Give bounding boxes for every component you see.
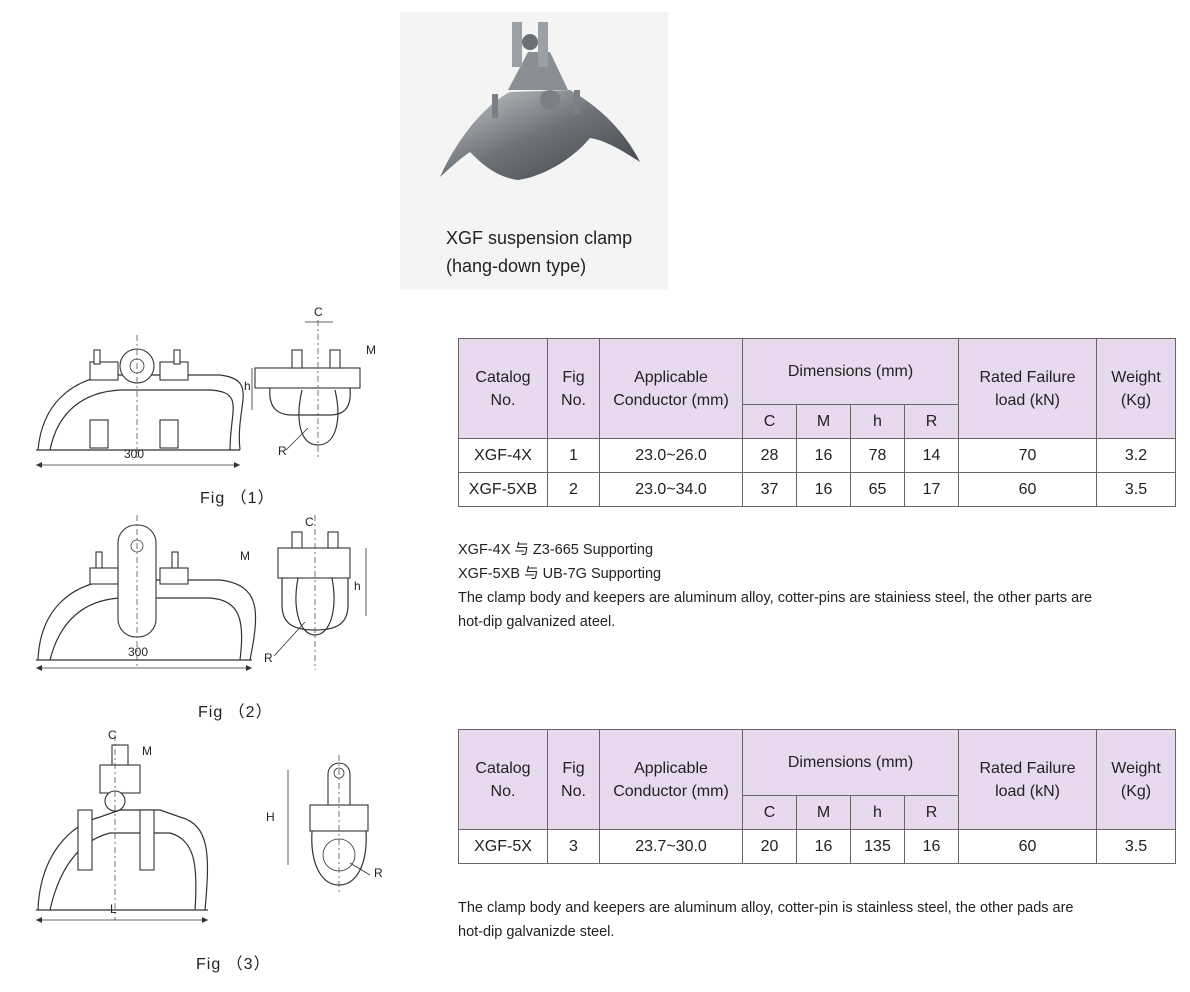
header-dimensions: Dimensions (mm) <box>741 729 960 796</box>
cell-catalog: XGF-4X <box>458 438 548 473</box>
cell-conductor: 23.0~26.0 <box>599 438 743 473</box>
notes-block-1: XGF-4X 与 Z3-665 Supporting XGF-5XB 与 UB-… <box>458 538 1092 634</box>
cell-h: 135 <box>850 829 905 864</box>
cell-m: 16 <box>796 472 851 507</box>
fig1-label: Fig （1） <box>200 490 275 507</box>
cell-r: 17 <box>903 472 960 507</box>
header-dim-h: h <box>850 795 905 830</box>
product-photo-panel <box>400 12 668 290</box>
cell-h: 78 <box>850 438 905 473</box>
cell-load: 60 <box>958 472 1098 507</box>
cell-fig: 3 <box>547 829 600 864</box>
fig2-dim-r: R <box>264 651 273 665</box>
cell-load: 60 <box>958 829 1098 864</box>
note-line: The clamp body and keepers are aluminum … <box>458 590 1093 606</box>
cell-m: 16 <box>796 438 851 473</box>
header-weight: Weight(Kg) <box>1096 338 1177 439</box>
fig3-span-label: L <box>110 902 117 916</box>
fig3-dim-h: H <box>266 810 275 824</box>
fig3-dim-m: M <box>142 744 152 758</box>
table-row: XGF-5XB 2 23.0~34.0 37 16 65 17 60 3.5 <box>458 472 1177 507</box>
header-dim-r: R <box>903 795 960 830</box>
header-weight: Weight(Kg) <box>1096 729 1177 830</box>
cell-fig: 1 <box>547 438 600 473</box>
cell-r: 16 <box>903 829 960 864</box>
fig1-dim-m: M <box>366 343 376 357</box>
cell-c: 20 <box>742 829 797 864</box>
header-dim-c: C <box>742 795 797 830</box>
cell-h: 65 <box>850 472 905 507</box>
header-dim-m: M <box>796 404 851 439</box>
header-dim-m: M <box>796 795 851 830</box>
table-row: XGF-4X 1 23.0~26.0 28 16 78 14 70 3.2 <box>458 438 1177 473</box>
cell-c: 37 <box>742 472 797 507</box>
note-line: The clamp body and keepers are aluminum … <box>458 900 1074 916</box>
cell-fig: 2 <box>547 472 600 507</box>
product-subtitle: (hang-down type) <box>446 256 587 276</box>
fig2-dim-c: C <box>305 515 314 529</box>
fig1-drawing: 300 C M h R <box>36 305 376 468</box>
fig1-dim-c: C <box>314 305 323 319</box>
fig3-dim-c: C <box>108 728 117 742</box>
fig2-label: Fig （2） <box>198 704 273 721</box>
fig2-drawing: 300 C M h R <box>36 515 367 671</box>
cell-catalog: XGF-5XB <box>458 472 548 507</box>
fig3-dim-r: R <box>374 866 383 880</box>
header-dimensions: Dimensions (mm) <box>741 338 960 405</box>
table-row: XGF-5X 3 23.7~30.0 20 16 135 16 60 3.5 <box>458 829 1177 864</box>
cell-c: 28 <box>742 438 797 473</box>
note-line: XGF-5XB 与 UB-7G Supporting <box>458 566 662 582</box>
cell-weight: 3.5 <box>1096 829 1177 864</box>
header-dim-c: C <box>742 404 797 439</box>
product-title: XGF suspension clamp <box>446 228 633 248</box>
note-line: hot-dip galvanized ateel. <box>458 614 616 630</box>
fig3-drawing: L C M H R <box>36 728 383 923</box>
cell-m: 16 <box>796 829 851 864</box>
fig1-dim-h: h <box>244 379 251 393</box>
header-dim-r: R <box>903 404 960 439</box>
cell-conductor: 23.7~30.0 <box>599 829 743 864</box>
note-line: XGF-4X 与 Z3-665 Supporting <box>458 542 654 558</box>
fig2-dim-h: h <box>354 579 361 593</box>
cell-catalog: XGF-5X <box>458 829 548 864</box>
header-dim-h: h <box>850 404 905 439</box>
fig2-span-label: 300 <box>128 645 148 659</box>
fig3-label: Fig （3） <box>196 956 271 973</box>
fig1-span-label: 300 <box>124 447 144 461</box>
cell-r: 14 <box>903 438 960 473</box>
cell-load: 70 <box>958 438 1098 473</box>
cell-weight: 3.2 <box>1096 438 1177 473</box>
cell-weight: 3.5 <box>1096 472 1177 507</box>
fig2-dim-m: M <box>240 549 250 563</box>
fig1-dim-r: R <box>278 444 287 458</box>
notes-block-2: The clamp body and keepers are aluminum … <box>458 896 1074 944</box>
cell-conductor: 23.0~34.0 <box>599 472 743 507</box>
suspension-clamp-photo <box>440 22 640 180</box>
note-line: hot-dip galvanizde steel. <box>458 924 615 940</box>
